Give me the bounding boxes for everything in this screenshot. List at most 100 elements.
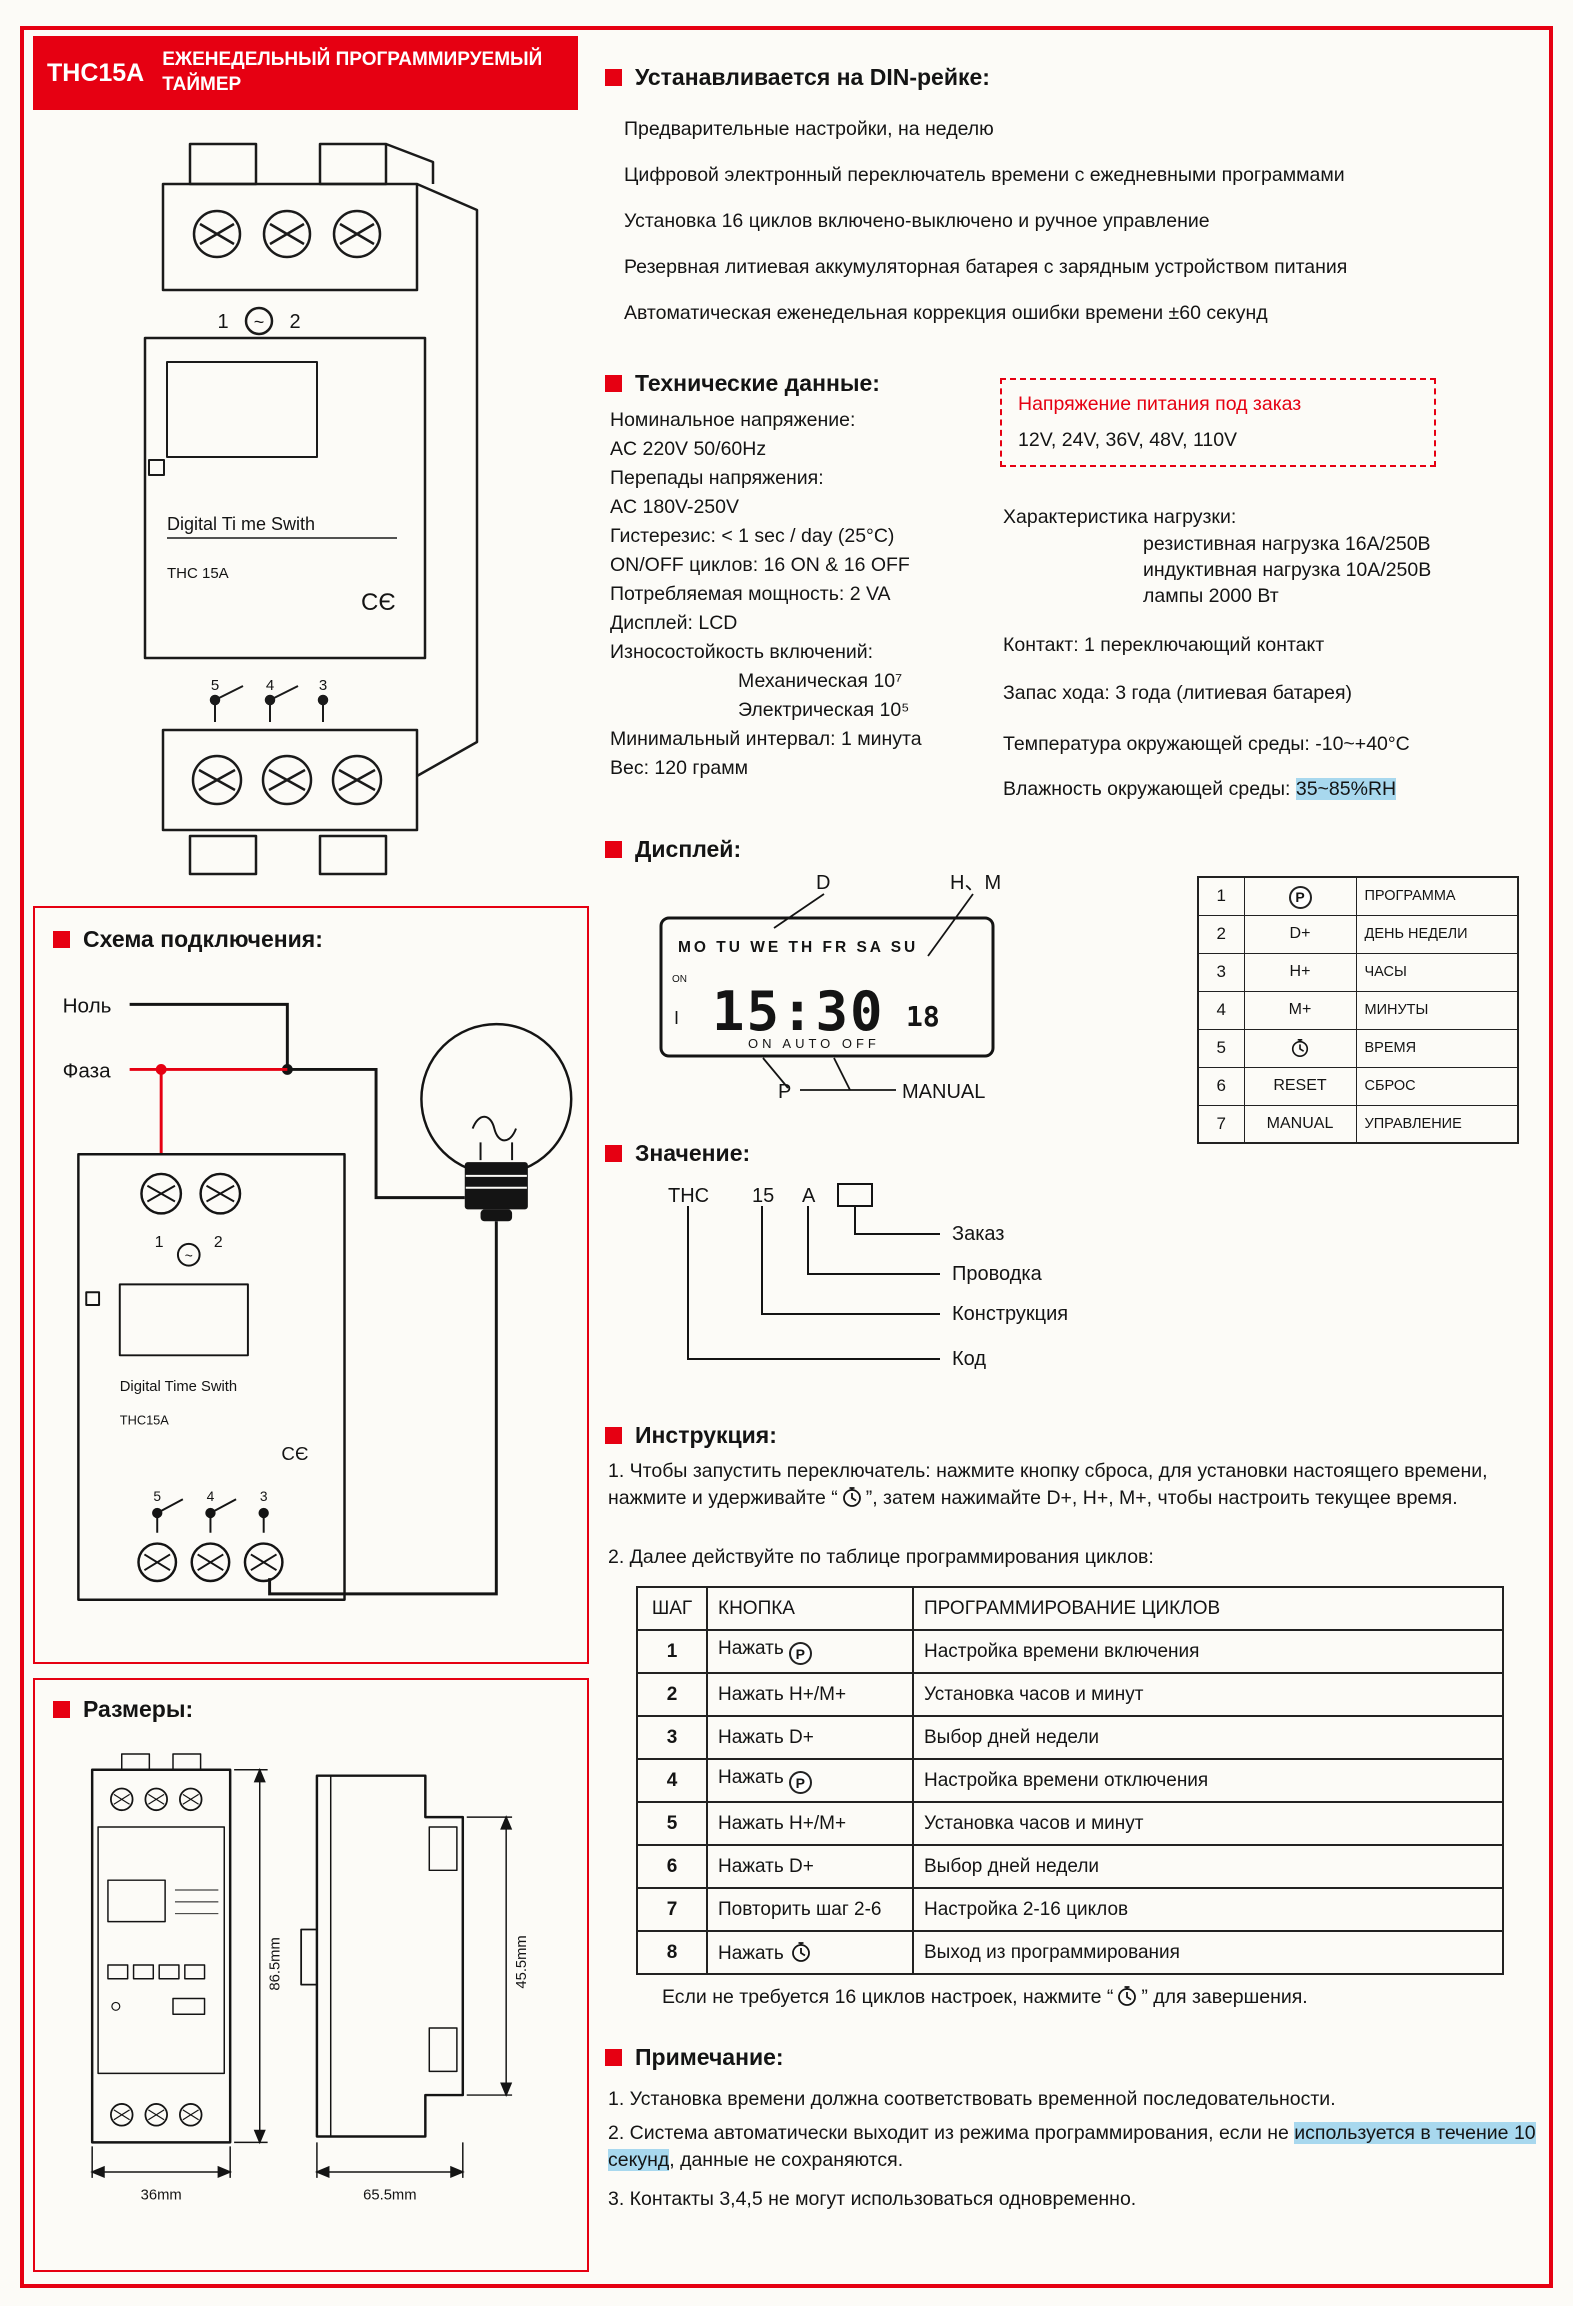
step-button: Нажать H+/M+ — [706, 1672, 914, 1717]
footnote-text: Если не требуется 16 циклов настроек, на… — [662, 1986, 1114, 2008]
table-row: 4 M+ МИНУТЫ — [1197, 990, 1519, 1030]
header-banner: THC15A ЕЖЕНЕДЕЛЬНЫЙ ПРОГРАММИРУЕМЫЙ ТАЙМ… — [33, 36, 578, 110]
table-row: 3 H+ ЧАСЫ — [1197, 952, 1519, 992]
step-num: 4 — [636, 1758, 708, 1803]
col-header-step: ШАГ — [636, 1586, 708, 1631]
spec-line: Механическая 10⁷ — [738, 670, 903, 692]
device-brand-label: Digital Ti me Swith — [167, 514, 315, 534]
step-button-text: Нажать — [718, 1942, 784, 1964]
voltage-box-title: Напряжение питания под заказ — [1018, 393, 1302, 415]
table-row: 1 P ПРОГРАММА — [1197, 876, 1519, 916]
note-1: 1. Установка времени должна соответствов… — [608, 2088, 1336, 2110]
dimensions-box: Размеры: — [33, 1678, 589, 2272]
spec-line: AC 180V-250V — [610, 496, 740, 518]
instruction-paragraph-1: 1. Чтобы запустить переключатель: нажмит… — [608, 1458, 1528, 1512]
legend-button: P — [1243, 876, 1357, 916]
legend-num: 3 — [1197, 952, 1245, 992]
step-num: 2 — [636, 1672, 708, 1717]
page-title-line2: ТАЙМЕР — [162, 74, 242, 95]
spec-line: Дисплей: LCD — [610, 612, 738, 634]
tech-specs-right: Характеристика нагрузки: резистивная наг… — [1003, 506, 1548, 801]
step-num: 1 — [636, 1629, 708, 1674]
model-number: THC15A — [47, 58, 145, 87]
legend-num: 7 — [1197, 1104, 1245, 1144]
section-title-notes: Примечание: — [605, 2044, 784, 2071]
section-title-tech: Технические данные: — [605, 370, 880, 397]
page-title-line1: ЕЖЕНЕДЕЛЬНЫЙ ПРОГРАММИРУЕМЫЙ — [162, 49, 543, 71]
step-button: Нажать H+/M+ — [706, 1801, 914, 1846]
legend-func: ЧАСЫ — [1355, 952, 1519, 992]
table-header-row: ШАГ КНОПКА ПРОГРАММИРОВАНИЕ ЦИКЛОВ — [636, 1586, 1504, 1631]
col-header-action: ПРОГРАММИРОВАНИЕ ЦИКЛОВ — [912, 1586, 1504, 1631]
load-item: лампы 2000 Вт — [1143, 585, 1279, 607]
step-num: 3 — [636, 1715, 708, 1760]
table-row: 6 Нажать D+ Выбор дней недели — [636, 1844, 1504, 1889]
table-row: 8 Нажать Выход из программирования — [636, 1930, 1504, 1975]
connection-diagram-box: Схема подключения: Ноль Фаза — [33, 906, 589, 1664]
spec-line: AC 220V 50/60Hz — [610, 438, 767, 460]
features-list: Предварительные настройки, на неделю Циф… — [624, 118, 1554, 348]
legend-num: 2 — [1197, 914, 1245, 954]
table-row: 7 MANUAL УПРАВЛЕНИЕ — [1197, 1104, 1519, 1144]
spec-line: Износостойкость включений: — [610, 641, 874, 663]
step-button: Нажать D+ — [706, 1715, 914, 1760]
device-model-label: THC 15A — [167, 565, 229, 582]
spec-line: Минимальный интервал: 1 минута — [610, 728, 922, 750]
meaning-title: Значение: — [635, 1140, 751, 1166]
phase-label: Фаза — [63, 1059, 111, 1082]
table-row: 6 RESET СБРОС — [1197, 1066, 1519, 1106]
legend-func: ПРОГРАММА — [1355, 876, 1519, 916]
terminal-number: 4 — [207, 1489, 215, 1504]
legend-button: D+ — [1243, 914, 1357, 954]
display-title: Дисплей: — [635, 836, 742, 862]
clock-icon — [1291, 1038, 1309, 1057]
step-num: 8 — [636, 1930, 708, 1975]
dim-side-width: 65.5mm — [363, 2188, 416, 2204]
dim-front-height: 86.5mm — [267, 1937, 283, 1990]
load-title: Характеристика нагрузки: — [1003, 506, 1237, 528]
legend-button: H+ — [1243, 952, 1357, 992]
page-title: ЕЖЕНЕДЕЛЬНЫЙ ПРОГРАММИРУЕМЫЙ ТАЙМЕР — [162, 48, 542, 97]
legend-button — [1243, 1028, 1357, 1068]
contact-spec: Контакт: 1 переключающий контакт — [1003, 634, 1325, 656]
load-item: резистивная нагрузка 16А/250В — [1143, 533, 1431, 555]
buttons-legend-table: 1 P ПРОГРАММА 2 D+ ДЕНЬ НЕДЕЛИ 3 H+ ЧАСЫ… — [1197, 876, 1519, 1144]
lcd-cursor: I — [674, 1008, 679, 1028]
code-part: A — [802, 1185, 816, 1207]
instruction-text: ”, затем нажимайте D+, H+, M+, чтобы нас… — [865, 1486, 1458, 1509]
code-label: Проводка — [952, 1263, 1043, 1285]
temperature-spec: Температура окружающей среды: -10~+40°C — [1003, 733, 1410, 755]
table-row: 3 Нажать D+ Выбор дней недели — [636, 1715, 1504, 1760]
feature-item: Резервная литиевая аккумуляторная батаре… — [624, 256, 1348, 278]
bullet-icon — [53, 1701, 70, 1718]
legend-button: M+ — [1243, 990, 1357, 1030]
bullet-icon — [53, 931, 70, 948]
table-row: 2 Нажать H+/M+ Установка часов и минут — [636, 1672, 1504, 1717]
terminal-number: 4 — [266, 677, 274, 694]
legend-num: 6 — [1197, 1066, 1245, 1106]
humidity-label: Влажность окружающей среды: — [1003, 778, 1296, 800]
note-2: 2. Система автоматически выходит из режи… — [608, 2120, 1538, 2174]
callout-hm-label: H、M — [950, 872, 1001, 894]
dim-side-height: 45.5mm — [514, 1935, 530, 1988]
instruction-paragraph-2: 2. Далее действуйте по таблице программи… — [608, 1546, 1154, 1568]
legend-num: 4 — [1197, 990, 1245, 1030]
terminal-number: 2 — [214, 1234, 223, 1251]
device-brand-label: Digital Time Swith — [120, 1379, 237, 1395]
spec-line: ON/OFF циклов: 16 ON & 16 OFF — [610, 554, 910, 576]
legend-num: 5 — [1197, 1028, 1245, 1068]
model-code-figure: THC 15 A Заказ Проводка Конструкция Код — [668, 1183, 1068, 1370]
step-action: Установка часов и минут — [912, 1801, 1504, 1846]
step-action: Выход из программирования — [912, 1930, 1504, 1975]
spec-line: Гистерезис: < 1 sec / day (25°C) — [610, 525, 895, 547]
dimensions-drawing: 36mm 86.5mm 65.5mm 45.5mm — [90, 1753, 530, 2204]
col-header-button: КНОПКА — [706, 1586, 914, 1631]
instruction-text: 1. Чтобы запустить переключатель: нажмит… — [608, 1460, 1488, 1509]
clock-icon — [791, 1941, 810, 1962]
spec-line: Потребляемая мощность: 2 VA — [610, 583, 891, 605]
table-row: 7 Повторить шаг 2-6 Настройка 2-16 цикло… — [636, 1887, 1504, 1932]
legend-func: МИНУТЫ — [1355, 990, 1519, 1030]
table-row: 5 ВРЕМЯ — [1197, 1028, 1519, 1068]
